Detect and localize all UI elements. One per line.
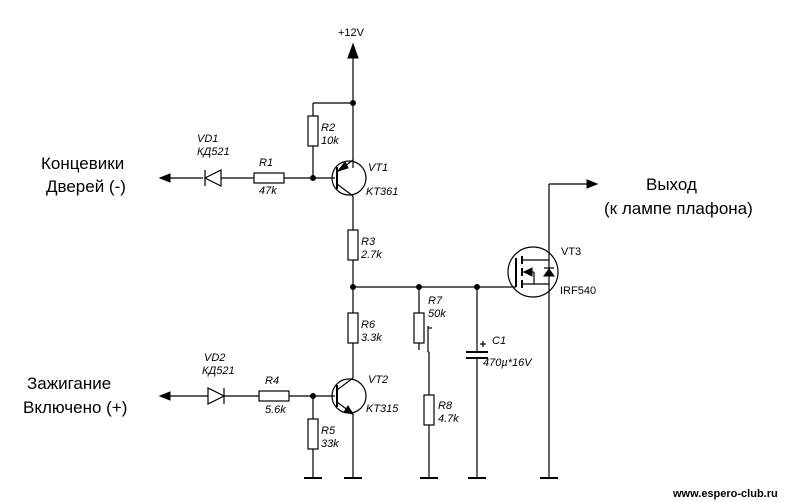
r2-name: R2 (321, 122, 335, 134)
r1-value: 47k (259, 185, 277, 197)
vt3-name: VT3 (561, 246, 581, 258)
c1-name: C1 (492, 335, 506, 347)
r7-name: R7 (428, 295, 443, 307)
transistor-vt1 (331, 159, 367, 230)
r8-value: 4.7k (438, 413, 459, 425)
doors-input-line (158, 169, 335, 187)
resistor-r8 (420, 394, 438, 479)
vd1-type: КД521 (197, 146, 230, 158)
output-arrow-icon (586, 179, 599, 189)
doors-label-line2: Дверей (-) (46, 177, 126, 196)
vd2-name: VD2 (204, 352, 225, 364)
supply-arrow-icon (347, 42, 359, 59)
ignition-label-line1: Зажигание (27, 374, 111, 393)
resistor-r7 (413, 287, 432, 395)
r5-name: R5 (321, 425, 336, 437)
doors-label-line1: Концевики (41, 154, 124, 173)
r4-name: R4 (265, 375, 279, 387)
junction-dot (350, 100, 356, 106)
mid-node (350, 284, 508, 290)
vd2-type: КД521 (202, 365, 235, 377)
r6-name: R6 (361, 319, 376, 331)
resistor-r2 (307, 103, 319, 178)
resistor-r6 (347, 312, 359, 378)
resistor-r5 (304, 396, 322, 479)
vd1-name: VD1 (197, 133, 218, 145)
r1-name: R1 (259, 157, 273, 169)
output-label-line2: (к лампе плафона) (604, 199, 753, 218)
r7-value: 50k (428, 308, 446, 320)
r5-value: 33k (321, 438, 339, 450)
r4-value: 5.6k (265, 404, 286, 416)
r2-value: 10k (321, 135, 339, 147)
ignition-input-line (158, 387, 335, 405)
vt2-name: VT2 (368, 374, 388, 386)
vt3-type: IRF540 (560, 285, 596, 297)
resistor-r3 (347, 229, 359, 313)
transistor-vt2 (331, 377, 367, 479)
vt1-name: VT1 (368, 162, 388, 174)
r6-value: 3.3k (361, 332, 382, 344)
watermark: www.espero-club.ru (672, 488, 778, 500)
ignition-label-line2: Включено (+) (23, 398, 127, 417)
output-label-line1: Выход (646, 175, 697, 194)
supply-label: +12V (338, 27, 365, 39)
supply-rail (313, 42, 359, 168)
doors-arrow-icon (158, 173, 171, 183)
r3-value: 2.7k (360, 249, 382, 261)
transistor-vt3 (507, 179, 599, 479)
r3-name: R3 (361, 236, 376, 248)
c1-value: 470µ*16V (483, 357, 533, 369)
capacitor-c1 (466, 287, 488, 479)
vt2-type: KT315 (366, 403, 399, 415)
vt1-type: KT361 (366, 186, 398, 198)
ignition-arrow-icon (158, 391, 171, 401)
r8-name: R8 (438, 400, 453, 412)
